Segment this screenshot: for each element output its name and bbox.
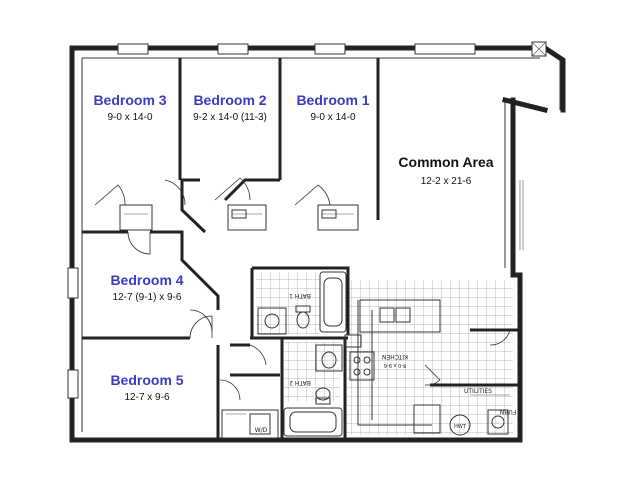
hwt-label: HWT [454,424,467,430]
kitchen-dims: 8-0 x 9-6 [384,362,406,368]
kitchen-floor-tiles [345,280,513,435]
bedroom2-label: Bedroom 2 [193,92,266,108]
bath2-floor-tiles [284,342,340,402]
bath2-label: BATH 2 [289,379,311,386]
bath1-fixtures [257,271,347,335]
bedroom1-dims: 9-0 x 14-0 [310,112,355,123]
common-area-dims: 12-2 x 21-6 [421,176,472,187]
bedroom3-label: Bedroom 3 [93,92,166,108]
windows [67,41,547,399]
bath1-label: BATH 1 [289,292,311,299]
bedroom5-dims: 12-7 x 9-6 [124,392,169,403]
washer-dryer [221,409,279,439]
bedroom1-label: Bedroom 1 [296,92,369,108]
bedroom3-dims: 9-0 x 14-0 [107,112,152,123]
interior-walls [82,58,520,440]
bedroom2-dims: 9-2 x 14-0 (11-3) [193,112,267,123]
common-area-label: Common Area [398,154,493,170]
bedroom5-label: Bedroom 5 [110,372,183,388]
closets [119,204,359,231]
bedroom4-dims: 12-7 (9-1) x 9-6 [113,292,182,303]
wd-label: W/D [255,427,268,434]
bath2-fixtures [283,344,343,437]
kitchen-fixtures [344,299,441,434]
utilities-label: UTILITIES [464,388,492,395]
bedroom4-label: Bedroom 4 [110,272,183,288]
utility-fixtures [449,394,510,436]
bath1-floor-tiles [256,272,320,334]
kitchen-label: KITCHEN [382,353,408,360]
doors [94,177,511,401]
furn-label: FURN [500,408,517,415]
